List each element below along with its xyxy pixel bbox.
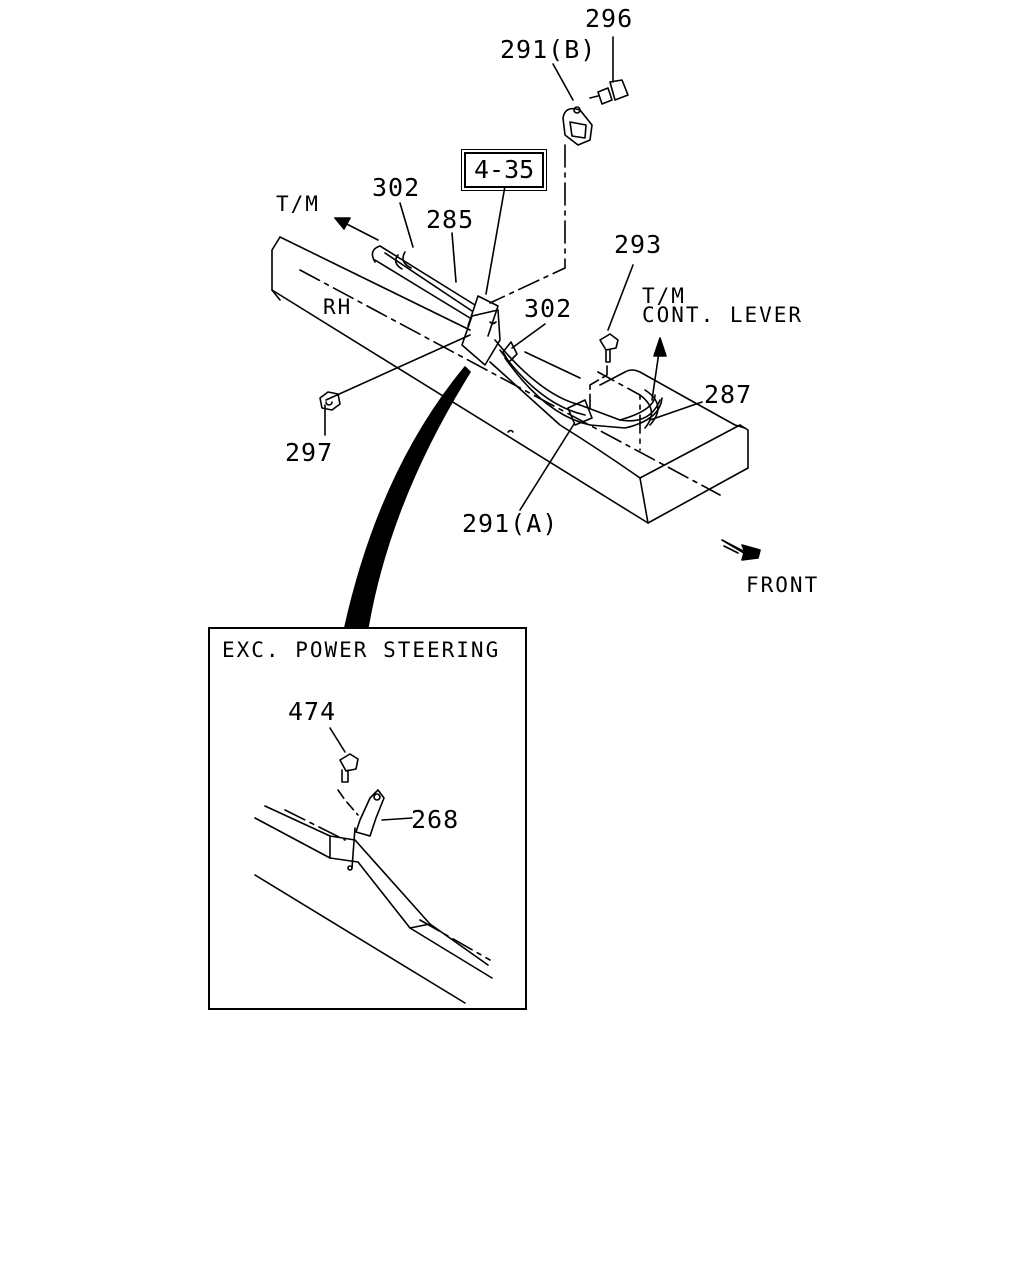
part-label-268: 268 [411,805,460,834]
tm-arrow-left [335,218,378,240]
bolt-293 [600,334,618,362]
page-reference-box[interactable]: 4-35 [460,149,548,191]
tm-lever-label-line2: CONT. LEVER [642,303,804,327]
tm-lever-label-line1: T/M [642,284,686,308]
front-arrow-icon [722,540,760,560]
part-label-291b: 291(B) [500,35,597,64]
control-cable [372,246,662,428]
part-label-291a: 291(A) [462,509,559,538]
part-label-302-mid: 302 [524,294,573,323]
part-label-302-top: 302 [372,173,421,202]
clamp-291b-and-bolt-296 [563,80,628,145]
part-label-287: 287 [704,380,753,409]
part-label-297: 297 [285,438,334,467]
nut-297 [320,392,340,410]
part-label-293: 293 [614,230,663,259]
side-label-rh: RH [323,295,353,319]
part-label-296: 296 [585,4,634,33]
front-direction-label: FRONT [746,573,820,597]
detail-callout-wedge [345,367,470,627]
part-label-474: 474 [288,697,337,726]
frame-rail [272,237,748,523]
cable-bracket-plate [462,296,500,365]
tm-direction-label: T/M [276,192,320,216]
clamp-302-mid [503,342,517,362]
leader-lines [325,37,702,510]
inset-title: EXC. POWER STEERING [222,638,501,662]
part-label-285: 285 [426,205,475,234]
inset-detail-box [208,627,527,1010]
inset-drawing [255,728,492,1003]
tm-lever-arrow [652,338,666,400]
